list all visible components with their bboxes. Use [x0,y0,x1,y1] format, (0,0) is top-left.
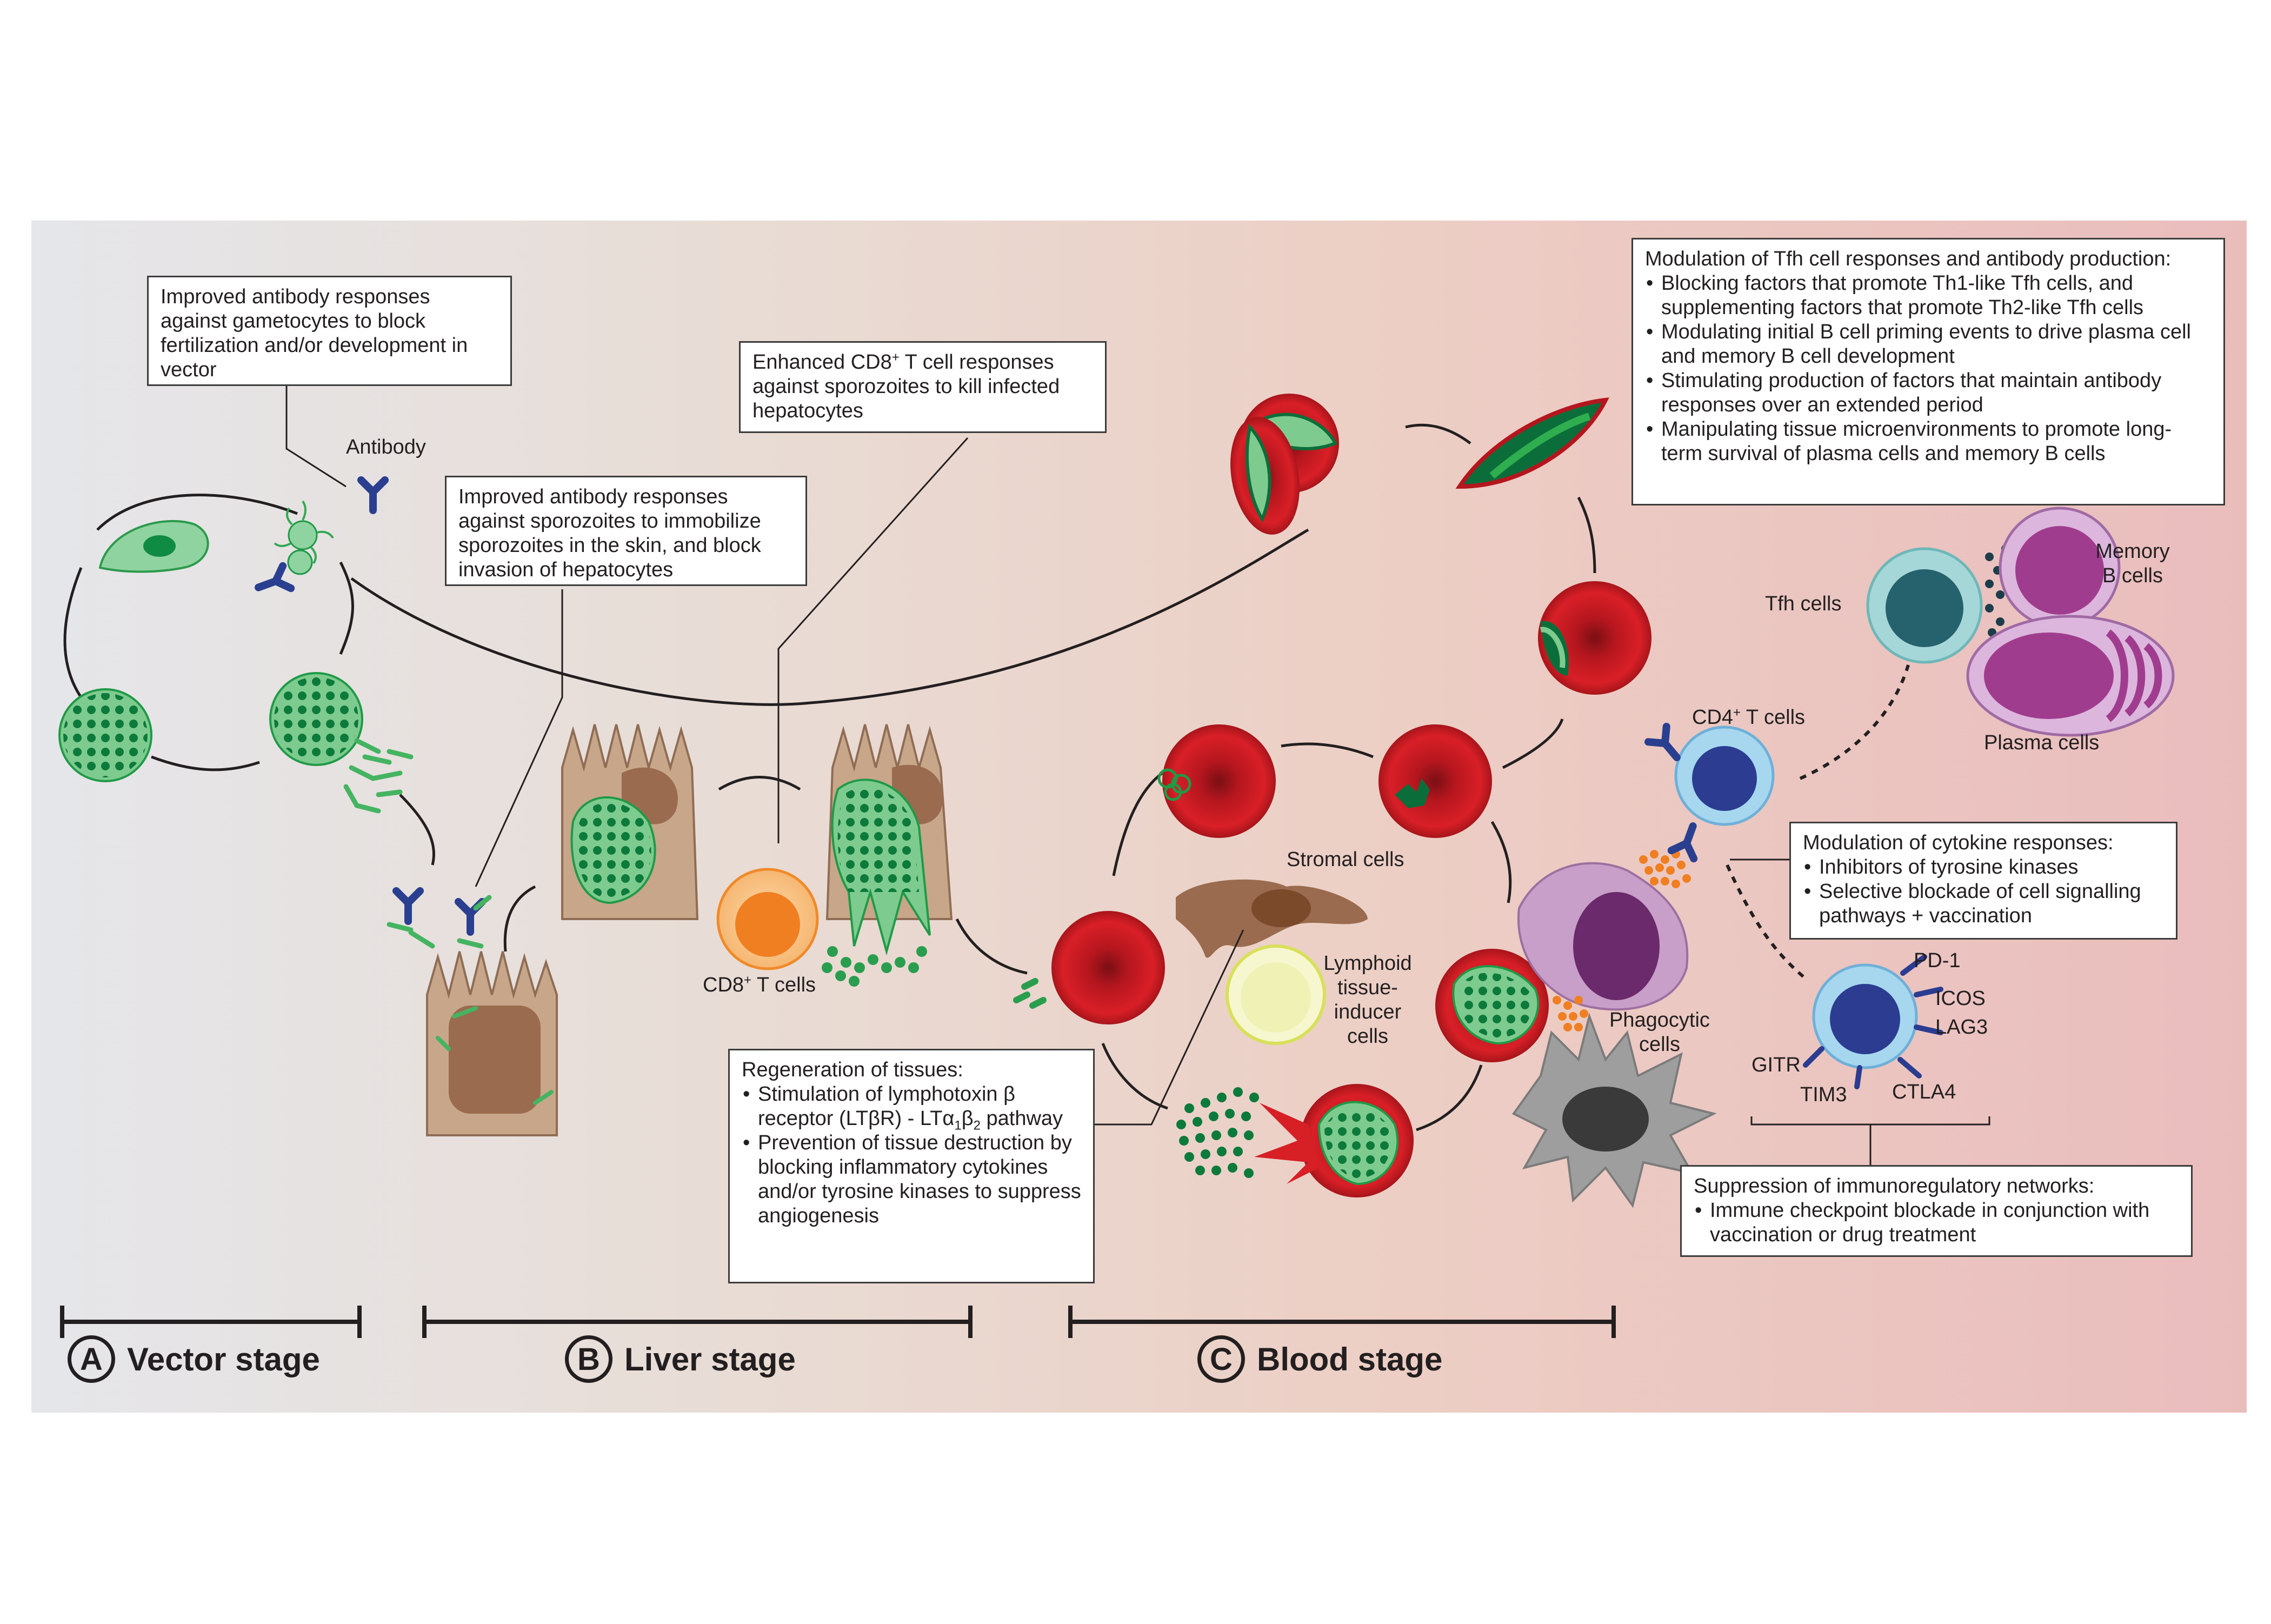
rbc-schizont [1435,949,1549,1062]
phagocytic-cell-purple [1517,862,1689,1011]
cd8-cells-label: CD8+ T cells [703,973,816,996]
rbc-rupturing [1254,1084,1414,1197]
callout-leaders [285,384,1990,1168]
hepatocyte-rupturing [822,724,953,987]
rbc-gametocyte-early [1538,581,1651,695]
lymphoid-tissue-inducer-cell [1226,944,1326,1045]
stage-c-badge: C [1197,1335,1245,1383]
list-item: Manipulating tissue microenvironments to… [1645,417,2212,466]
rbc-ring [1157,724,1276,838]
rbc-trophozoite [1378,724,1492,838]
list-item: Immune checkpoint blockade in conjunctio… [1694,1199,2179,1247]
stage-a-name: Vector stage [127,1341,320,1377]
icos-label: ICOS [1935,987,1986,1010]
oocyst-icon [58,688,152,782]
phagocytic-cell-grey [1512,1013,1717,1208]
rbc-free [1051,911,1165,1024]
stage-c: C Blood stage [1197,1335,1442,1383]
tfh-cell [1866,547,1983,664]
callout-gametocytes-text: Improved antibody responses against game… [161,285,468,381]
callout-gametocytes: Improved antibody responses against game… [147,276,512,386]
stage-b-badge: B [565,1335,612,1383]
list-item: Prevention of tissue destruction by bloc… [742,1131,1081,1228]
tfh-list: Blocking factors that promote Th1-like T… [1645,271,2212,466]
stage-c-name: Blood stage [1257,1341,1443,1377]
stromal-cells-label: Stromal cells [1287,848,1404,871]
tfh-label: Tfh cells [1765,593,1842,615]
tim3-label: TIM3 [1800,1083,1847,1106]
list-item: Blocking factors that promote Th1-like T… [1645,271,2212,320]
stage-bars [60,1306,1616,1338]
liver-cycle [387,724,1028,1136]
ctla4-label: CTLA4 [1892,1081,1956,1103]
cd8-t-cell [716,868,819,970]
plasma-cell [1966,615,2175,737]
antibody-label: Antibody [346,436,426,458]
list-item: Selective blockade of cell signalling pa… [1803,880,2164,928]
callout-cytokine: Modulation of cytokine responses: Inhibi… [1789,822,2177,940]
list-item: Stimulating production of factors that m… [1645,369,2212,417]
lag3-label: LAG3 [1935,1016,1988,1039]
callout-regeneration: Regeneration of tissues: Stimulation of … [728,1049,1095,1283]
mature-gametocyte [1455,397,1609,489]
vector-cycle [58,480,1309,866]
cd4-t-cell [1648,727,1775,858]
pd1-label: PD-1 [1914,949,1961,972]
stage-b: B Liver stage [565,1335,796,1383]
gametocyte-icon [98,520,209,573]
plasma-label: Plasma cells [1984,731,2100,754]
cd4-label: CD4+ T cells [1692,705,1806,729]
list-item: Modulating initial B cell priming events… [1645,320,2212,369]
stromal-cell [1176,879,1368,958]
rbc-gametocyte-stage1 [1230,417,1300,535]
memory-b-cell [1999,507,2121,629]
blood-cycle [1013,394,2175,1208]
stage-a-badge: A [68,1335,115,1383]
stage-a: A Vector stage [68,1335,320,1383]
regulatory-t-cell [1803,954,1943,1089]
stage-b-name: Liver stage [624,1341,796,1377]
callout-sporozoites: Improved antibody responses against spor… [445,476,807,586]
callout-cd8: Enhanced CD8+ T cell responses against s… [739,341,1107,433]
list-item: Inhibitors of tyrosine kinases [1803,855,2164,880]
gitr-label: GITR [1751,1054,1801,1076]
hepatocyte-schizont [561,724,699,920]
callout-immunoregulatory: Suppression of immunoregulatory networks… [1680,1165,2193,1257]
released-merozoites [1176,1087,1259,1178]
hepatocyte-infected-early [426,951,558,1136]
callout-tfh: Modulation of Tfh cell responses and ant… [1631,238,2225,505]
rupturing-oocyst-icon [269,672,414,814]
list-item: Stimulation of lymphotoxin β receptor (L… [742,1082,1081,1132]
